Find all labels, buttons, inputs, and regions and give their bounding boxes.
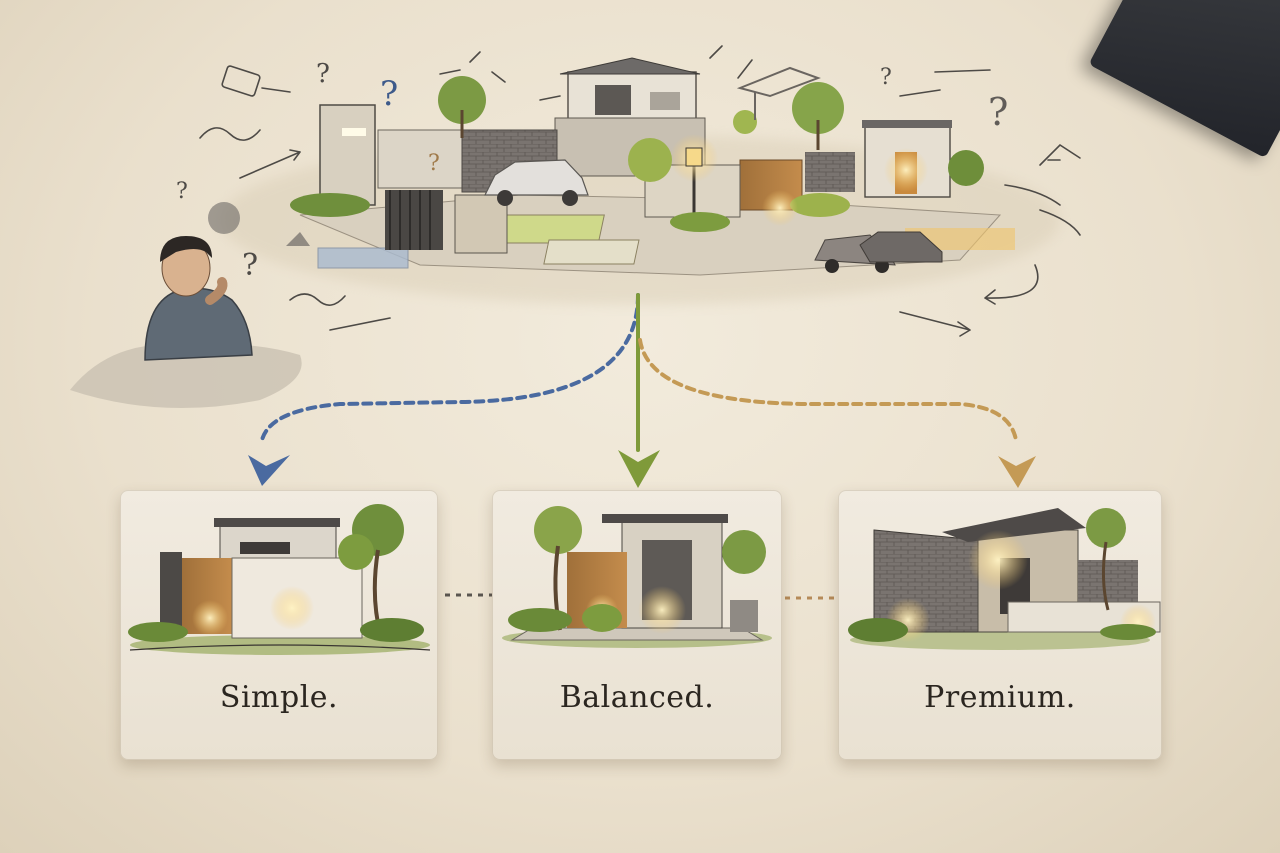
path-simple — [260, 293, 640, 442]
option-card-premium[interactable]: Premium. — [838, 490, 1162, 760]
path-premium — [638, 338, 1018, 442]
option-label-simple: Simple. — [219, 680, 339, 715]
question-mark-icon: ? — [428, 151, 440, 176]
arrow-icon — [984, 264, 1039, 305]
option-label-premium: Premium. — [924, 680, 1076, 715]
tree-icon — [1086, 508, 1126, 611]
question-mark-icon: ? — [242, 248, 258, 283]
simple-house-illustration — [128, 504, 431, 655]
question-mark-icon: ? — [880, 65, 892, 90]
option-label-balanced: Balanced. — [559, 680, 715, 715]
confusion-marks: ? ? ? ? ? ? ? — [176, 59, 1008, 283]
question-mark-icon: ? — [988, 90, 1008, 134]
balanced-house-illustration — [502, 506, 772, 648]
arrow-icon — [618, 450, 660, 488]
arrow-icon — [1039, 143, 1081, 166]
question-mark-icon: ? — [176, 179, 188, 204]
house-icon — [862, 120, 952, 198]
premium-house-illustration — [848, 508, 1161, 650]
option-card-simple[interactable]: Simple. — [120, 490, 438, 760]
arrow-icon — [239, 149, 301, 179]
scribble-lines — [199, 45, 1081, 337]
car-icon — [484, 159, 589, 206]
arrow-icon — [248, 455, 290, 486]
question-mark-icon: ? — [380, 74, 398, 114]
car-icon — [814, 231, 943, 273]
question-mark-icon: ? — [316, 59, 330, 89]
arrow-icon — [998, 456, 1036, 488]
decision-paths — [260, 293, 1018, 452]
thinking-person-icon — [70, 236, 302, 408]
house-icon — [559, 57, 701, 123]
arrow-icon — [899, 311, 971, 337]
messy-options-cluster — [220, 57, 1060, 305]
tree-icon — [438, 76, 984, 186]
option-card-balanced[interactable]: Balanced. — [492, 490, 782, 760]
